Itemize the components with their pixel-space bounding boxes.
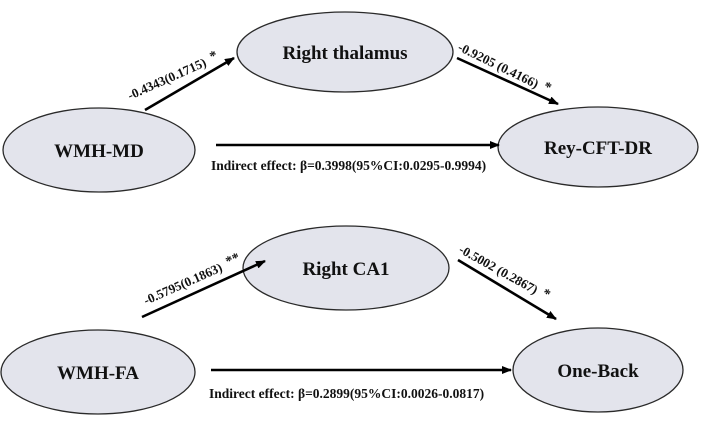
edge-a-sig: ** [224,251,243,270]
arrow-b-path [457,258,557,321]
node-mediator-shape [236,11,454,93]
edge-a-coef: -0.4343(0.1715) [125,55,208,103]
edge-a-sig: * [208,48,220,65]
node-mediator-label: Right thalamus [282,43,407,64]
node-predictor-shape [2,107,196,193]
edge-b-sig: * [539,286,552,303]
indirect-effect-text: Indirect effect: β=0.2899(95%CI:0.0026-0… [209,386,484,401]
diagram-bottom: Right CA1 WMH-FA One-Back -0.5795(0.1863… [0,225,684,415]
node-outcome-label: Rey-CFT-DR [544,138,652,159]
edge-b-label: -0.9205 (0.4166) * [456,38,554,97]
node-predictor-label: WMH-MD [54,141,144,162]
node-predictor-shape [0,329,196,415]
node-outcome-shape [512,327,684,413]
arrow-b-path [456,56,559,106]
indirect-effect-text: Indirect effect: β=0.3998(95%CI:0.0295-0… [211,158,486,173]
node-outcome-label: One-Back [557,361,639,382]
edge-b-label: -0.5002 (0.2867) * [457,241,553,304]
node-mediator-shape [242,225,450,311]
node-mediator-label: Right CA1 [302,259,389,280]
node-predictor-label: WMH-FA [57,363,139,384]
diagram-top: Right thalamus WMH-MD Rey-CFT-DR -0.4343… [2,11,699,193]
edge-a-coef: -0.5795(0.1863) [141,260,224,308]
arrow-a-path [144,56,235,112]
edge-b-coef: -0.5002 (0.2867) [457,242,541,298]
edge-b-coef: -0.9205 (0.4166) [456,39,541,91]
arrow-a-path [141,259,266,319]
edge-b-sig: * [541,80,554,97]
